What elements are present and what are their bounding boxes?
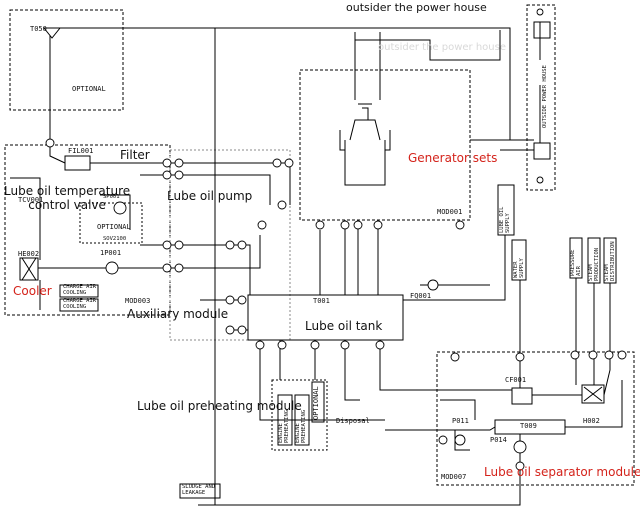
preheat-label: Lube oil preheating module [137,399,302,413]
charge-air-1 [59,284,99,298]
outside-unit-bottom [533,142,551,160]
generator-module-box [299,69,471,221]
pump-label: Lube oil pump [167,189,253,203]
water-supply-box [511,239,527,281]
mod001-tag: MOD001 [437,208,463,216]
charge1-tag: CHARGE AIR COOLING [63,284,97,296]
p014-tag: P014 [490,436,507,444]
preheating-module-box [271,379,328,451]
p001-tag: 1P001 [100,249,122,257]
outside-label: outsider the power house [346,1,487,14]
he002-tag: HE002 [18,250,40,258]
optional-pump-box [79,202,143,244]
separator-label: Lube oil separator module [484,465,640,479]
sludge-tag: SLUDGE AND LEAKAGE [182,484,216,496]
temp-valve-label: Lube oil temperature control valve [4,184,131,212]
charge2-tag: CHARGE AIR COOLING [63,298,97,310]
outside-ph-tag: OUTSIDE POWER HOUSE [542,65,548,128]
mod003-tag: MOD003 [125,297,151,305]
optional-tank-box [9,9,124,111]
pressure-air-tag: PRESSURE AIR [570,249,582,277]
optional-3-box [311,381,325,423]
disposal-tag: Disposal [336,417,370,425]
lube-supply-tag: LUBE OIL SUPPLY [499,206,511,234]
mod007-tag: MOD007 [441,473,467,481]
engine-pre2-tag: ENGINE PREHEATING [295,409,307,443]
aux-label: Auxiliary module [127,307,229,321]
steam-dist-tag: STEAM DISTRIBUTION [604,241,616,281]
t050-funnel [42,27,62,39]
filter-label: Filter [120,148,150,162]
charge-air-2 [59,298,99,312]
generator-label: Generator sets [408,151,498,165]
outside-powerhouse-box [526,4,556,191]
p011-tag: P011 [452,417,469,425]
ghost-label: outsider the power house [378,42,506,53]
steam-prod-tag: STEAM PRODUCTION [588,247,600,281]
fil001-tag: FIL001 [68,147,94,155]
engine-pre1-tag: ENGINE PREHEATING [278,409,290,443]
tank-label: Lube oil tank [305,319,383,333]
cf001-tag: CF001 [505,376,527,384]
t050-tag: T050 [30,25,47,33]
tcv001-tag: TCV001 [18,196,44,204]
cf001-separator [511,387,533,405]
sov-tag: SOV2100 [103,236,127,242]
water-supply-tag: WATER SUPPLY [513,258,525,278]
lube-oil-tank [247,294,404,341]
fq001-tag: FQ001 [410,292,432,300]
instrument-circles [45,8,627,471]
outside-unit-top [533,21,551,39]
optional2-tag: OPTIONAL [97,223,131,231]
optional1-tag: OPTIONAL [72,85,106,93]
cooler-body [19,257,39,281]
t009-tag: T009 [520,422,537,430]
filter-body [64,155,91,171]
cooler-label: Cooler [13,284,52,298]
t001-tag: T001 [313,297,330,305]
sp-tag: SP001 [103,194,120,200]
h002-tag: H002 [583,417,600,425]
optional3-tag: OPTIONAL [312,386,320,420]
lube-supply-box [497,184,515,236]
sludge-box [179,483,221,499]
generator-engine [344,103,386,186]
